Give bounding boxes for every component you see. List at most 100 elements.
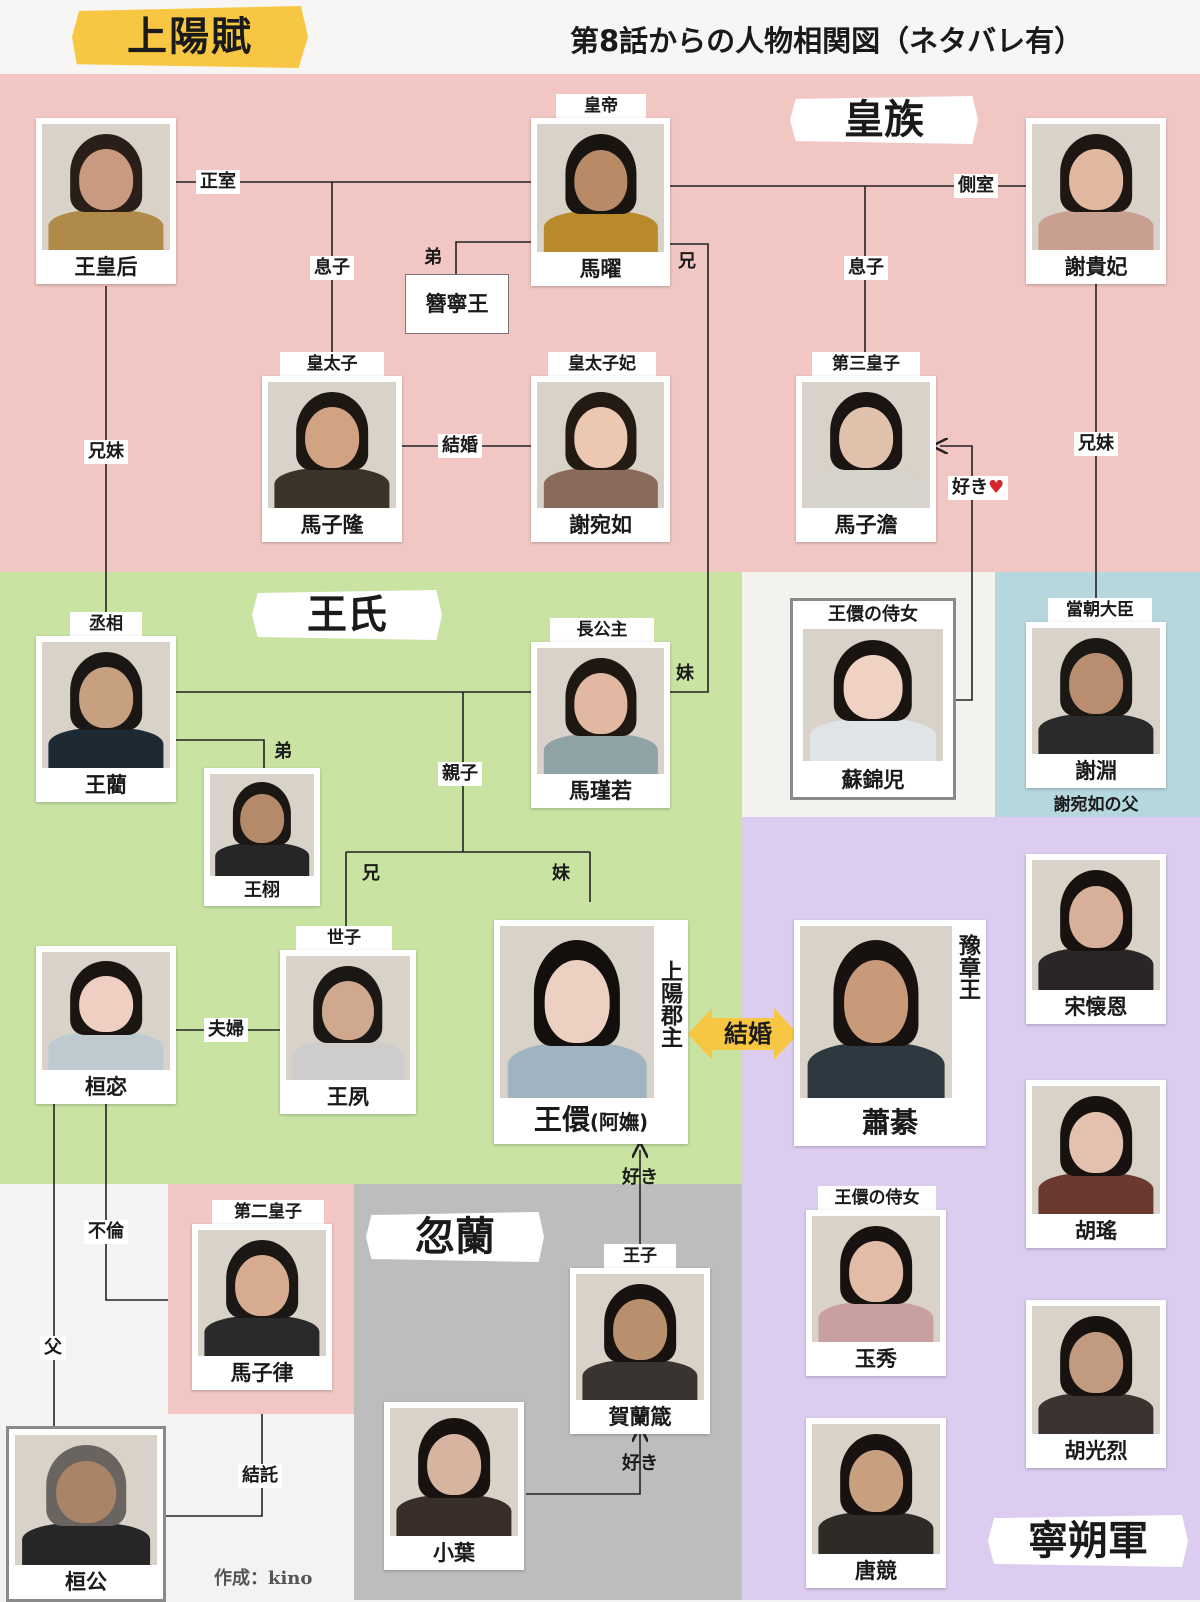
role-crown-princess: 皇太子妃 [548, 352, 656, 376]
portrait-face [321, 980, 375, 1041]
card-huanmi: 桓宓 [36, 946, 176, 1104]
card-empress: 王皇后 [36, 118, 176, 284]
label-siblings-right: 兄妹 [1074, 432, 1118, 456]
photo-princess [537, 648, 664, 774]
section-label-royal: 皇族 [790, 96, 978, 144]
portrait-face [235, 1255, 289, 1316]
label-son-left: 息子 [310, 256, 354, 280]
name-sujin: 蘇錦児 [841, 768, 905, 792]
role-heir: 世子 [296, 926, 392, 950]
portrait-face [1069, 653, 1123, 714]
card-helan: 賀蘭箴 [570, 1268, 710, 1434]
portrait-face [240, 794, 284, 844]
portrait-body [807, 1042, 945, 1098]
card-princess: 馬瑾若 [531, 642, 670, 808]
name-chancellor: 王藺 [85, 773, 127, 797]
name-princess: 馬瑾若 [569, 779, 632, 803]
label-side-wife: 側室 [954, 174, 998, 198]
name-hu-guanglie: 胡光烈 [1064, 1439, 1128, 1463]
portrait-body [396, 1495, 512, 1536]
name-emperor: 馬曜 [579, 257, 622, 281]
name-tang: 唐競 [855, 1559, 897, 1583]
photo-chancellor [42, 642, 170, 768]
label-younger-sister: 妹 [676, 663, 694, 684]
role-xie-yuan: 當朝大臣 [1048, 598, 1152, 622]
box-zanning-wang: 簪寧王 [405, 274, 509, 334]
page-subtitle: 第8話からの人物相関図（ネタバレ有） [570, 24, 1084, 58]
portrait-face [573, 149, 628, 212]
portrait-face [305, 407, 359, 468]
name-hero: 蕭綦 [861, 1106, 918, 1139]
card-crown-prince: 馬子隆 [262, 376, 402, 542]
name-wang-xu: 王栩 [244, 880, 280, 901]
likes-text: 好き [952, 477, 988, 498]
name-heroine-suffix: (阿嫵) [589, 1110, 649, 1134]
photo-xie-yuan [1032, 628, 1160, 754]
portrait-body [48, 727, 164, 768]
portrait-body [507, 1042, 647, 1098]
photo-emperor [537, 124, 664, 252]
portrait-face [573, 673, 628, 734]
portrait-face [1069, 149, 1123, 210]
label-engagement: 結託 [238, 1464, 282, 1488]
label-son-right: 息子 [844, 256, 888, 280]
photo-heroine [500, 926, 654, 1098]
label-younger-sister-2: 妹 [552, 863, 570, 884]
name-second-prince: 馬子律 [230, 1361, 294, 1385]
portrait-body [1038, 948, 1154, 990]
photo-hero [800, 926, 952, 1098]
name-yuxiu: 玉秀 [855, 1347, 897, 1371]
portrait-face [79, 667, 133, 728]
portrait-face [79, 975, 133, 1033]
label-parent-child: 親子 [438, 762, 482, 786]
portrait-body [204, 1315, 320, 1356]
name-song: 宋懐恩 [1064, 995, 1128, 1019]
photo-hu-yao [1032, 1086, 1160, 1214]
card-wang-xu: 王栩 [204, 768, 320, 906]
portrait-body [215, 843, 309, 876]
role-second-prince: 第二皇子 [212, 1200, 324, 1224]
name-consort: 謝貴妃 [1064, 255, 1128, 279]
name-third-prince: 馬子澹 [834, 513, 898, 537]
photo-third-prince [802, 382, 930, 508]
photo-song [1032, 860, 1160, 990]
role-third-prince: 第三皇子 [812, 352, 920, 376]
portrait-face [1069, 886, 1123, 949]
role-princess: 長公主 [550, 618, 654, 642]
card-chancellor: 王藺 [36, 636, 176, 802]
role-chancellor: 丞相 [70, 612, 142, 636]
photo-yuxiu [812, 1216, 940, 1342]
name-hu-yao: 胡瑤 [1075, 1219, 1117, 1243]
card-huangong: 桓公 [6, 1426, 166, 1602]
photo-heir [286, 956, 410, 1080]
portrait-face [613, 1299, 667, 1360]
portrait-face [1069, 1331, 1123, 1394]
photo-wang-xu [210, 774, 314, 876]
photo-consort [1032, 124, 1160, 250]
portrait-body [808, 467, 924, 508]
portrait-face [56, 1461, 116, 1524]
portrait-face [427, 1433, 481, 1496]
name-crown-prince: 馬子隆 [300, 513, 364, 537]
portrait-body [818, 1512, 934, 1554]
app-title: 上陽賦 [72, 6, 308, 68]
portrait-body [292, 1040, 404, 1080]
name-helan: 賀蘭箴 [608, 1405, 672, 1429]
photo-second-prince [198, 1230, 326, 1356]
portrait-body [274, 467, 390, 508]
heart-icon: ♥ [988, 477, 1005, 498]
card-hero: 豫章王 蕭綦 [794, 920, 986, 1146]
title-hero: 豫章王 [955, 934, 980, 1000]
photo-tang [812, 1424, 940, 1554]
label-married-couple: 夫婦 [204, 1018, 248, 1042]
name-empress: 王皇后 [74, 255, 138, 279]
photo-crown-princess [537, 382, 664, 508]
portrait-body [1038, 1393, 1154, 1434]
portrait-body [582, 1359, 698, 1400]
portrait-body [543, 211, 658, 252]
card-heir: 王夙 [280, 950, 416, 1114]
role-helan: 王子 [604, 1244, 676, 1268]
name-crown-princess: 謝宛如 [569, 513, 632, 537]
name-heroine: 王儇(阿嫵) [494, 1100, 688, 1140]
